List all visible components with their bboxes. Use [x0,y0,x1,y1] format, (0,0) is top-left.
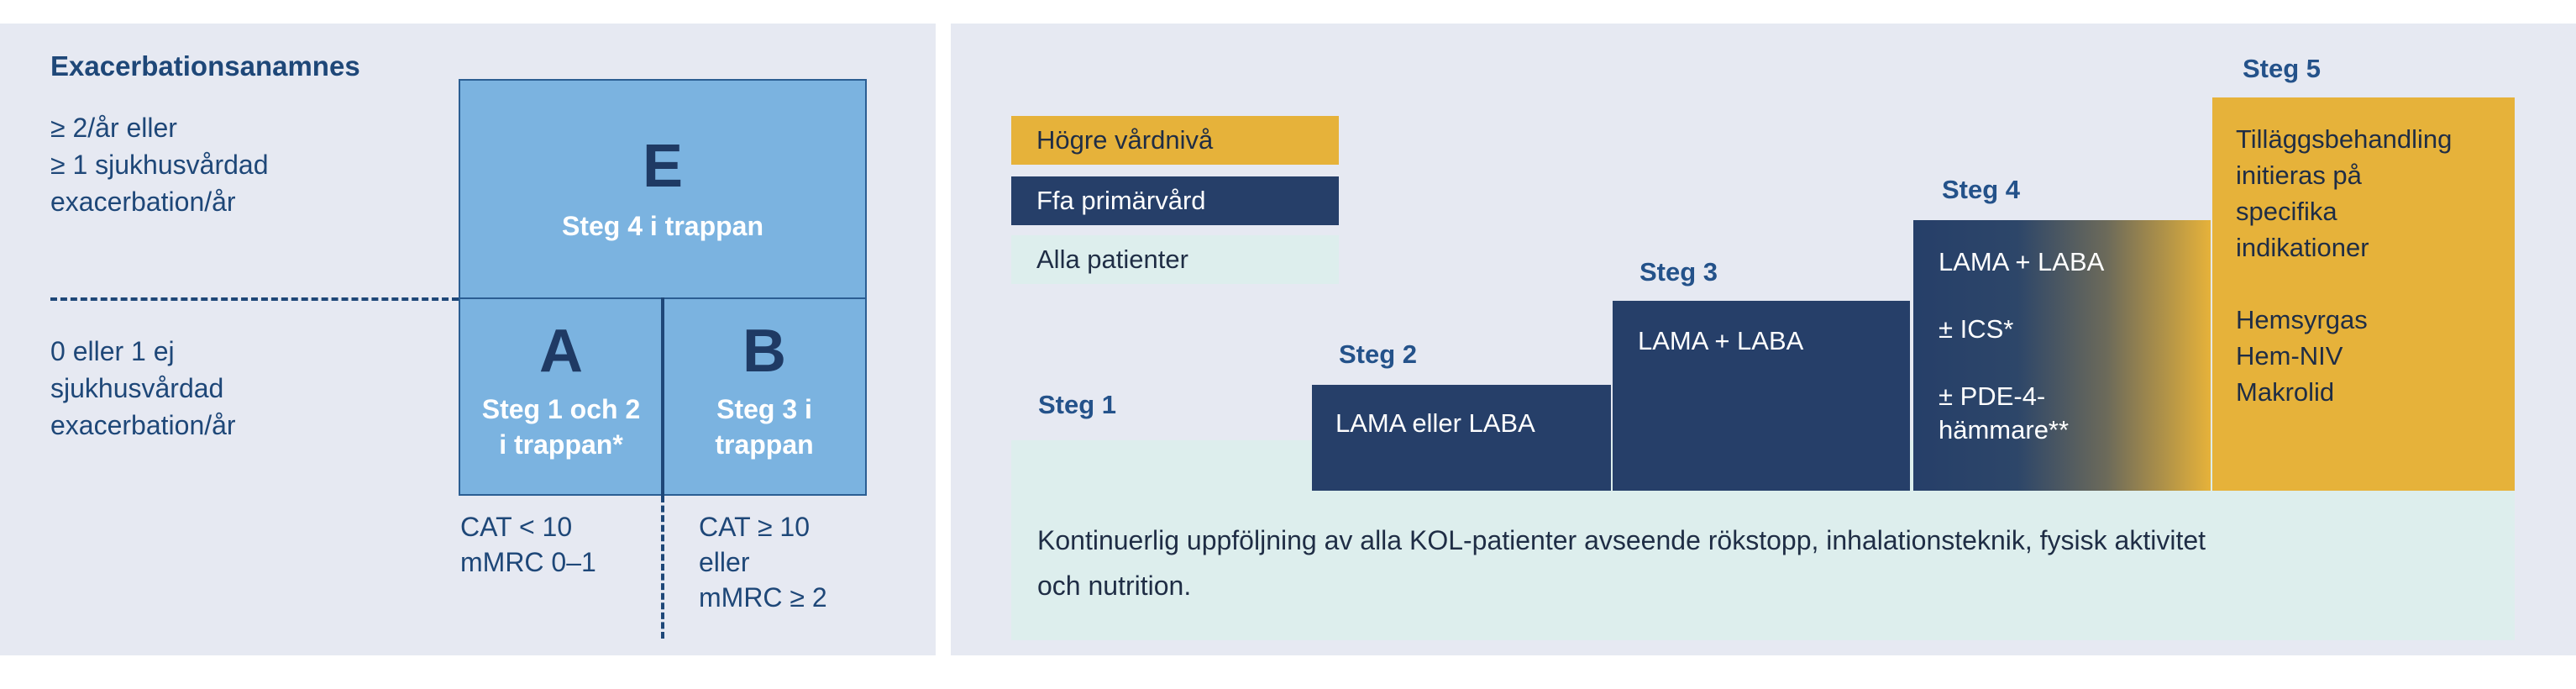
ab-divider [661,297,664,496]
group-b-letter: B [742,318,786,385]
group-a-box: A Steg 1 och 2 i trappan* [459,297,664,496]
step-line: indikationer [2236,233,2369,262]
step-line: Tilläggsbehandling [2236,124,2453,154]
step-1-label: Steg 1 [1038,390,1117,419]
treatment-steps-panel: Högre vårdnivå Ffa primärvård Alla patie… [951,24,2576,655]
group-a-letter: A [539,318,583,385]
step-2-label: Steg 2 [1339,339,1418,369]
label-line: trappan [715,429,814,460]
criteria-line: CAT ≥ 10 [699,512,810,542]
high-risk-criteria: ≥ 2/år eller ≥ 1 sjukhusvårdad exacerbat… [50,109,268,220]
label-line: i trappan* [499,429,623,460]
follow-up-line: och nutrition. [1037,571,1192,601]
step-3-label: Steg 3 [1640,257,1718,287]
step-line: Makrolid [2236,377,2335,407]
group-b-label: Steg 3 i trappan [664,392,865,462]
risk-divider-dashed [50,297,459,301]
criteria-line: sjukhusvårdad [50,373,224,403]
label-line: Steg 1 och 2 [481,394,641,424]
step-line: specifika [2236,197,2337,226]
step-line: ± PDE-4- [1939,381,2046,411]
criteria-line: CAT < 10 [460,512,573,542]
step-line: hämmare** [1939,415,2070,444]
cat-criteria-high: CAT ≥ 10 eller mMRC ≥ 2 [699,509,827,615]
step-line: initieras på [2236,160,2362,190]
step-line: Hem-NIV [2236,341,2343,371]
label-line: Steg 3 i [716,394,812,424]
step-3-box: LAMA + LABA [1613,301,1910,491]
criteria-line: 0 eller 1 ej [50,336,175,366]
group-b-box: B Steg 3 i trappan [662,297,867,496]
step-4-box: LAMA + LABA ± ICS* ± PDE-4- hämmare** [1913,220,2211,491]
criteria-line: ≥ 2/år eller [50,113,177,143]
step-line: LAMA + LABA [1939,247,2105,276]
step-2-box: LAMA eller LABA [1312,385,1611,491]
symptom-divider-dashed [661,496,664,639]
low-risk-criteria: 0 eller 1 ej sjukhusvårdad exacerbation/… [50,333,236,444]
step-line: Hemsyrgas [2236,305,2368,334]
group-e-label: Steg 4 i trappan [561,211,764,241]
follow-up-line: Kontinuerlig uppföljning av alla KOL-pat… [1037,525,2206,555]
criteria-line: ≥ 1 sjukhusvårdad [50,150,269,180]
group-e-letter: E [642,133,684,200]
exacerbation-history-heading: Exacerbationsanamnes [50,50,360,82]
group-a-label: Steg 1 och 2 i trappan* [460,392,662,462]
step-5-box: Tilläggsbehandling initieras på specifik… [2212,97,2515,491]
step-4-label: Steg 4 [1942,175,2021,204]
criteria-line: exacerbation/år [50,187,236,217]
criteria-line: mMRC ≥ 2 [699,582,827,613]
legend-primary-care: Ffa primärvård [1011,176,1339,225]
abe-panel: Exacerbationsanamnes ≥ 2/år eller ≥ 1 sj… [0,24,936,655]
step-line: ± ICS* [1939,314,2014,344]
cat-criteria-low: CAT < 10 mMRC 0–1 [460,509,596,580]
group-e-box: E Steg 4 i trappan [459,79,867,299]
follow-up-text: Kontinuerlig uppföljning av alla KOL-pat… [1037,518,2206,608]
step-line: LAMA eller LABA [1335,408,1535,438]
legend-higher-care: Högre vårdnivå [1011,116,1339,165]
legend-all-patients: Alla patienter [1011,235,1339,284]
step-5-label: Steg 5 [2243,54,2322,83]
criteria-line: mMRC 0–1 [460,547,596,577]
step-line: LAMA + LABA [1638,326,1804,355]
criteria-line: exacerbation/år [50,410,236,440]
criteria-line: eller [699,547,750,577]
